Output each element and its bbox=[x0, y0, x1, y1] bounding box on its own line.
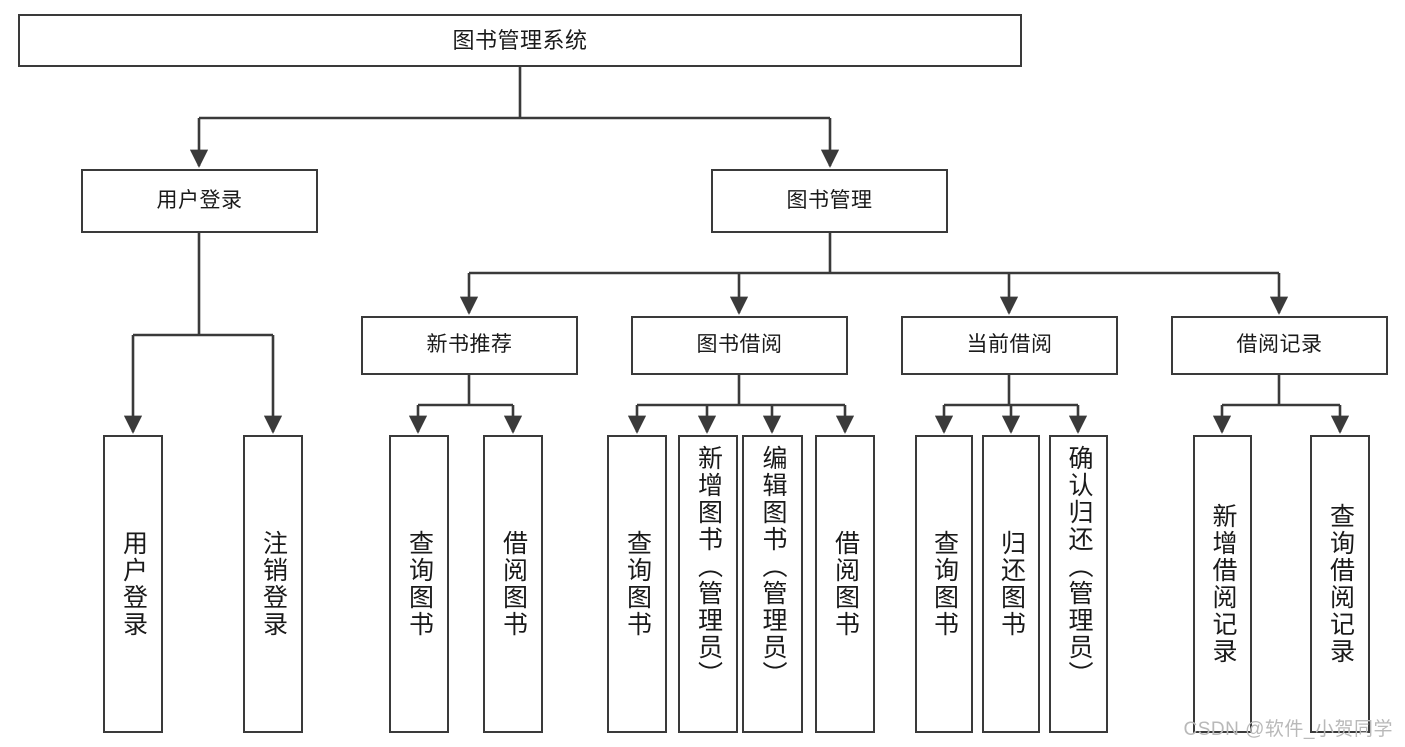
node-borrow-record[interactable]: 借阅记录 bbox=[1171, 316, 1388, 375]
node-book-borrow[interactable]: 图书借阅 bbox=[631, 316, 848, 375]
node-root[interactable]: 图书管理系统 bbox=[18, 14, 1022, 67]
node-leaf-add-book[interactable]: 新增图书（管理员） bbox=[678, 435, 738, 733]
node-leaf-query-book-2[interactable]: 查询图书 bbox=[607, 435, 667, 733]
node-leaf-query-book-2-label: 查询图书 bbox=[623, 530, 652, 638]
node-leaf-query-book-1[interactable]: 查询图书 bbox=[389, 435, 449, 733]
node-new-book-recommend-label: 新书推荐 bbox=[426, 333, 513, 357]
node-leaf-confirm-return[interactable]: 确认归还（管理员） bbox=[1049, 435, 1108, 733]
node-leaf-borrow-book-2[interactable]: 借阅图书 bbox=[815, 435, 875, 733]
node-leaf-return-book-label: 归还图书 bbox=[997, 530, 1026, 638]
node-leaf-edit-book[interactable]: 编辑图书（管理员） bbox=[742, 435, 803, 733]
node-root-label: 图书管理系统 bbox=[452, 27, 588, 53]
node-current-borrow-label: 当前借阅 bbox=[966, 333, 1053, 357]
node-leaf-query-record-label: 查询借阅记录 bbox=[1326, 503, 1355, 665]
node-leaf-add-record[interactable]: 新增借阅记录 bbox=[1193, 435, 1252, 733]
node-leaf-query-book-1-label: 查询图书 bbox=[405, 530, 434, 638]
node-book-borrow-label: 图书借阅 bbox=[696, 333, 783, 357]
node-leaf-add-book-label: 新增图书（管理员） bbox=[694, 445, 723, 688]
node-book-manage[interactable]: 图书管理 bbox=[711, 169, 948, 233]
node-leaf-logout[interactable]: 注销登录 bbox=[243, 435, 303, 733]
node-leaf-query-book-3-label: 查询图书 bbox=[930, 530, 959, 638]
node-user-login[interactable]: 用户登录 bbox=[81, 169, 318, 233]
node-leaf-return-book[interactable]: 归还图书 bbox=[982, 435, 1040, 733]
node-leaf-user-login-label: 用户登录 bbox=[119, 530, 148, 638]
node-new-book-recommend[interactable]: 新书推荐 bbox=[361, 316, 578, 375]
node-leaf-borrow-book-1-label: 借阅图书 bbox=[499, 530, 528, 638]
node-leaf-borrow-book-1[interactable]: 借阅图书 bbox=[483, 435, 543, 733]
node-leaf-logout-label: 注销登录 bbox=[259, 530, 288, 638]
node-leaf-confirm-return-label: 确认归还（管理员） bbox=[1065, 445, 1093, 688]
node-borrow-record-label: 借阅记录 bbox=[1236, 333, 1323, 357]
node-leaf-add-record-label: 新增借阅记录 bbox=[1209, 503, 1237, 665]
node-leaf-query-record[interactable]: 查询借阅记录 bbox=[1310, 435, 1370, 733]
node-leaf-user-login[interactable]: 用户登录 bbox=[103, 435, 163, 733]
node-leaf-edit-book-label: 编辑图书（管理员） bbox=[759, 445, 787, 688]
node-book-manage-label: 图书管理 bbox=[786, 188, 873, 212]
node-leaf-borrow-book-2-label: 借阅图书 bbox=[831, 530, 860, 638]
node-leaf-query-book-3[interactable]: 查询图书 bbox=[915, 435, 973, 733]
node-user-login-label: 用户登录 bbox=[156, 188, 243, 212]
node-current-borrow[interactable]: 当前借阅 bbox=[901, 316, 1118, 375]
